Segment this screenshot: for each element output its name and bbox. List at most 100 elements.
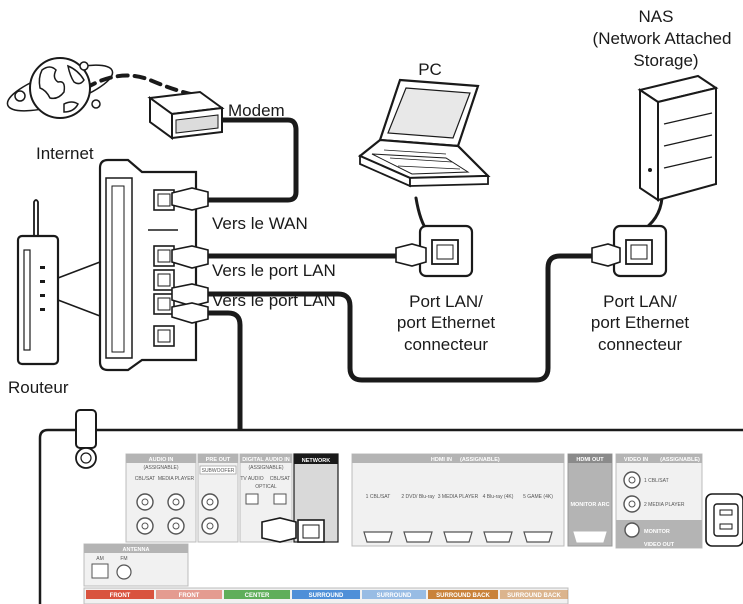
nas-tower-icon xyxy=(637,74,719,202)
router-lan-port-2 xyxy=(153,269,175,291)
network-section: NETWORK xyxy=(261,453,339,543)
hdmi-input-port xyxy=(403,531,433,543)
router-lan-port-1 xyxy=(153,245,175,267)
router-lan-port-4 xyxy=(153,325,175,347)
nas-port-label-line3: connecteur xyxy=(598,335,682,354)
laptop-icon xyxy=(357,78,491,188)
pre-out-label: PRE OUT xyxy=(206,457,231,463)
network-label: NETWORK xyxy=(302,458,330,464)
hdmi-input-port xyxy=(443,531,473,543)
nas-title-line1: NAS xyxy=(639,7,674,26)
video-out-label: VIDEO OUT xyxy=(644,542,675,548)
pc-port-label-line3: connecteur xyxy=(404,335,488,354)
hdmi-input-port xyxy=(363,531,393,543)
video-cbl-sat-label: 1 CBL/SAT xyxy=(644,478,669,484)
cables xyxy=(84,73,664,533)
nas-title-line2: (Network Attached xyxy=(593,29,732,48)
monitor-label: MONITOR xyxy=(644,529,670,535)
hdmi-in-label: HDMI IN xyxy=(431,457,452,463)
internet-label: Internet xyxy=(36,144,94,163)
hdmi-input-label: 3 MEDIA PLAYER xyxy=(438,494,479,500)
hdmi-in-assignable-label: (ASSIGNABLE) xyxy=(460,457,500,463)
digital-audio-assignable-label: (ASSIGNABLE) xyxy=(248,465,283,471)
subwoofer-label: SUBWOOFER xyxy=(202,468,235,474)
pc-lan-connector xyxy=(395,224,474,278)
hdmi-input-label: 2 DVD/ Blu-ray xyxy=(401,494,435,500)
vers-lan-label-1: Vers le port LAN xyxy=(212,261,336,280)
router-wan-port xyxy=(153,189,175,211)
nas-plug-icon xyxy=(591,243,621,267)
modem-label: Modem xyxy=(228,101,285,120)
speaker-label-band xyxy=(428,590,498,599)
router-icon xyxy=(16,199,101,366)
speaker-label: SURROUND xyxy=(309,593,344,599)
vers-wan-label: Vers le WAN xyxy=(212,214,308,233)
wan-cable xyxy=(203,117,299,203)
network-port xyxy=(297,519,325,543)
nas-lan-connector xyxy=(591,224,668,278)
receiver-rear-panel: AUDIO IN (ASSIGNABLE) CBL/SAT MEDIA PLAY… xyxy=(38,409,743,604)
wifi-antenna-icon xyxy=(75,409,97,469)
modem-icon xyxy=(147,90,225,140)
labels: NAS (Network Attached Storage) PC Modem … xyxy=(8,7,731,397)
plug-icons xyxy=(171,187,209,324)
speaker-label: SURROUND BACK xyxy=(507,593,561,599)
router-port-panel xyxy=(98,158,209,372)
hdmi-input-label: 5 GAME (4K) xyxy=(523,494,553,500)
router-lan-port-3 xyxy=(153,293,175,315)
speaker-label-band xyxy=(362,590,426,599)
speaker-label: FRONT xyxy=(110,593,131,599)
globe-icon xyxy=(6,57,114,119)
speaker-label-band xyxy=(86,590,154,599)
hdmi-input-port xyxy=(523,531,553,543)
pc-port-label-line1: Port LAN/ xyxy=(409,292,483,311)
fm-label: FM xyxy=(120,556,127,562)
digital-cbl-sat-label: CBL/SAT xyxy=(270,476,290,482)
router-label: Routeur xyxy=(8,378,69,397)
hdmi-input-label: 1 CBL/SAT xyxy=(366,494,391,500)
audio-in-label: AUDIO IN xyxy=(149,457,174,463)
pc-port-label-line2: port Ethernet xyxy=(397,313,496,332)
video-media-player-label: 2 MEDIA PLAYER xyxy=(644,502,685,508)
audio-in-media-player-label: MEDIA PLAYER xyxy=(158,476,195,482)
power-inlet-icon xyxy=(705,493,743,547)
internet-modem-link xyxy=(84,73,202,98)
hdmi-in-section: HDMI IN (ASSIGNABLE) 1 CBL/SAT 2 DVD/ Blu… xyxy=(351,453,565,547)
speaker-terminal-strip: FRONT FRONT CENTER SURROUND SURROUND SURROUND… xyxy=(83,587,569,604)
pc-title: PC xyxy=(418,60,442,79)
speaker-label: CENTER xyxy=(245,593,270,599)
pc-plug-icon xyxy=(395,243,427,267)
pre-out-section: PRE OUT SUBWOOFER xyxy=(197,453,239,543)
nas-lan-cable xyxy=(203,253,597,383)
hdmi-input-port xyxy=(483,531,513,543)
video-in-assignable-label: (ASSIGNABLE) xyxy=(660,457,700,463)
audio-in-assignable-label: (ASSIGNABLE) xyxy=(143,465,178,471)
optical-label: OPTICAL xyxy=(255,484,277,490)
speaker-label: FRONT xyxy=(179,593,200,599)
hdmi-input-label: 4 Blu-ray (4K) xyxy=(483,494,514,500)
hdmi-out-section: HDMI OUT MONITOR ARC xyxy=(567,453,613,547)
speaker-label-band xyxy=(224,590,290,599)
video-in-label: VIDEO IN xyxy=(624,457,648,463)
nas-title-line3: Storage) xyxy=(633,51,698,70)
antenna-label: ANTENNA xyxy=(123,547,150,553)
nas-port-label-line1: Port LAN/ xyxy=(603,292,677,311)
speaker-label-band xyxy=(500,590,568,599)
tv-audio-label: TV AUDIO xyxy=(240,476,263,482)
hdmi-out-label: HDMI OUT xyxy=(576,457,604,463)
speaker-label: SURROUND xyxy=(377,593,412,599)
monitor-arc-label: MONITOR ARC xyxy=(570,502,609,508)
speaker-label-band xyxy=(292,590,360,599)
digital-audio-in-label: DIGITAL AUDIO IN xyxy=(242,457,290,463)
speaker-label: SURROUND BACK xyxy=(436,593,490,599)
vers-lan-label-2: Vers le port LAN xyxy=(212,291,336,310)
am-label: AM xyxy=(96,556,104,562)
antenna-section: ANTENNA AM FM xyxy=(83,543,189,587)
receiver-plug-icon xyxy=(261,517,297,543)
video-in-section: VIDEO IN (ASSIGNABLE) 1 CBL/SAT 2 MEDIA … xyxy=(615,453,703,549)
nas-port-label-line2: port Ethernet xyxy=(591,313,690,332)
audio-in-cbl-sat-label: CBL/SAT xyxy=(135,476,155,482)
